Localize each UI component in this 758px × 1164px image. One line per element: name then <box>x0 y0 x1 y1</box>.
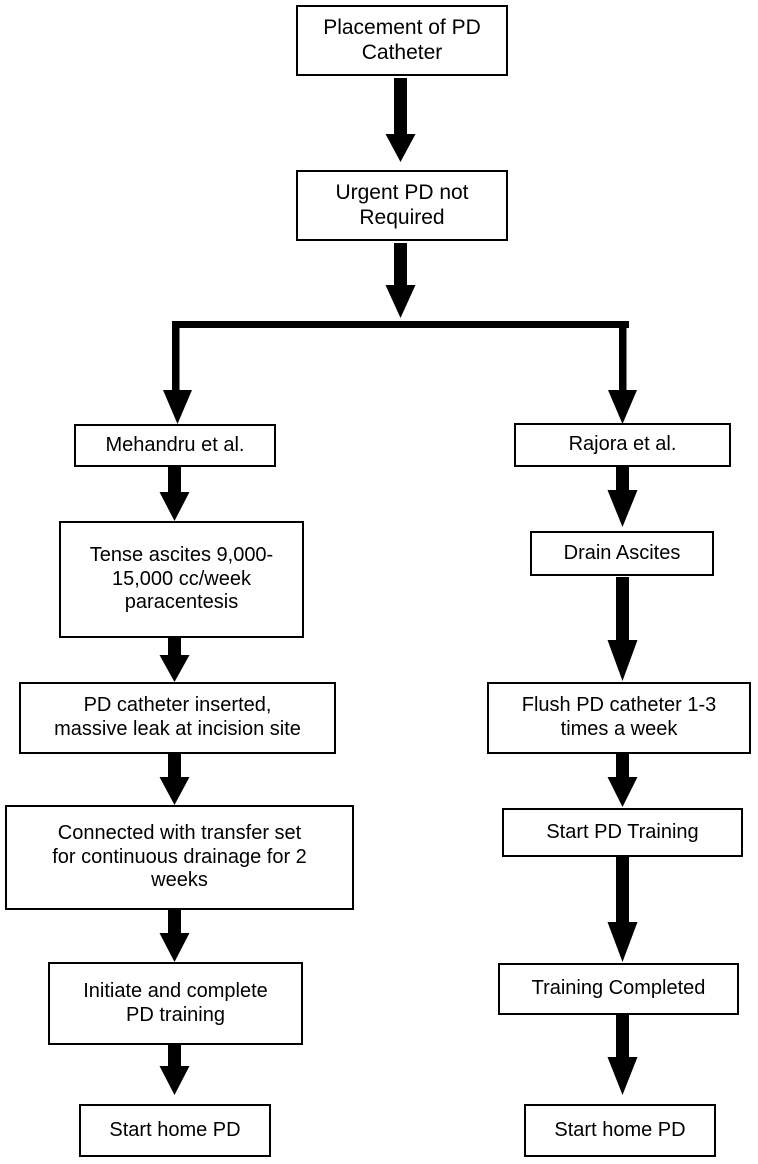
connector-split-to-mehandru <box>163 321 192 424</box>
node-tense-ascites-paracentesis[interactable]: Tense ascites 9,000- 15,000 cc/week para… <box>59 521 304 638</box>
node-placement-of-pd-catheter[interactable]: Placement of PD Catheter <box>296 5 508 76</box>
connector-flush-pd-to-start-training <box>607 754 638 807</box>
node-label: Initiate and complete PD training <box>83 979 268 1026</box>
connector-connected-to-initiate <box>159 910 190 962</box>
node-rajora-et-al[interactable]: Rajora et al. <box>514 423 731 467</box>
node-label: Mehandru et al. <box>105 433 245 456</box>
connector-start-training-to-training-completed <box>607 857 638 962</box>
node-flush-pd-catheter[interactable]: Flush PD catheter 1-3 times a week <box>487 682 751 754</box>
node-label: Drain Ascites <box>563 541 681 564</box>
node-pd-catheter-inserted-massive-leak[interactable]: PD catheter inserted, massive leak at in… <box>19 682 336 754</box>
node-urgent-pd-not-required[interactable]: Urgent PD not Required <box>296 170 508 241</box>
node-label: Start home PD <box>109 1118 241 1141</box>
connector-split-bar <box>172 321 629 328</box>
node-label: Tense ascites 9,000- 15,000 cc/week para… <box>89 544 274 614</box>
connector-drain-ascites-to-flush-pd <box>607 577 638 681</box>
node-connected-with-transfer-set[interactable]: Connected with transfer set for continuo… <box>5 805 354 910</box>
connector-split-to-rajora <box>608 321 637 424</box>
connector-training-completed-to-home-pd-right <box>607 1015 638 1095</box>
node-label: Flush PD catheter 1-3 times a week <box>521 694 717 740</box>
node-label: Start home PD <box>554 1118 686 1141</box>
node-label: PD catheter inserted, massive leak at in… <box>54 694 301 740</box>
node-training-completed[interactable]: Training Completed <box>498 963 739 1015</box>
node-drain-ascites[interactable]: Drain Ascites <box>530 531 714 576</box>
node-start-pd-training[interactable]: Start PD Training <box>502 808 743 857</box>
node-label: Training Completed <box>531 977 706 1000</box>
node-initiate-and-complete-pd-training[interactable]: Initiate and complete PD training <box>48 962 303 1045</box>
connector-initiate-to-home-pd-left <box>159 1045 190 1095</box>
connector-tense-ascites-to-pd-inserted <box>159 638 190 682</box>
connector-placement-to-urgent <box>385 78 416 162</box>
node-start-home-pd-left[interactable]: Start home PD <box>79 1104 271 1157</box>
node-label: Connected with transfer set for continuo… <box>52 822 307 892</box>
connector-rajora-to-drain-ascites <box>607 467 638 527</box>
connector-urgent-to-split <box>385 243 416 318</box>
connector-pd-inserted-to-connected <box>159 754 190 805</box>
connector-mehandru-to-tense-ascites <box>159 467 190 521</box>
node-label: Placement of PD Catheter <box>323 15 481 64</box>
node-start-home-pd-right[interactable]: Start home PD <box>524 1104 716 1157</box>
node-label: Start PD Training <box>546 820 699 843</box>
node-label: Urgent PD not Required <box>335 180 469 229</box>
node-mehandru-et-al[interactable]: Mehandru et al. <box>74 424 276 467</box>
node-label: Rajora et al. <box>568 433 677 456</box>
